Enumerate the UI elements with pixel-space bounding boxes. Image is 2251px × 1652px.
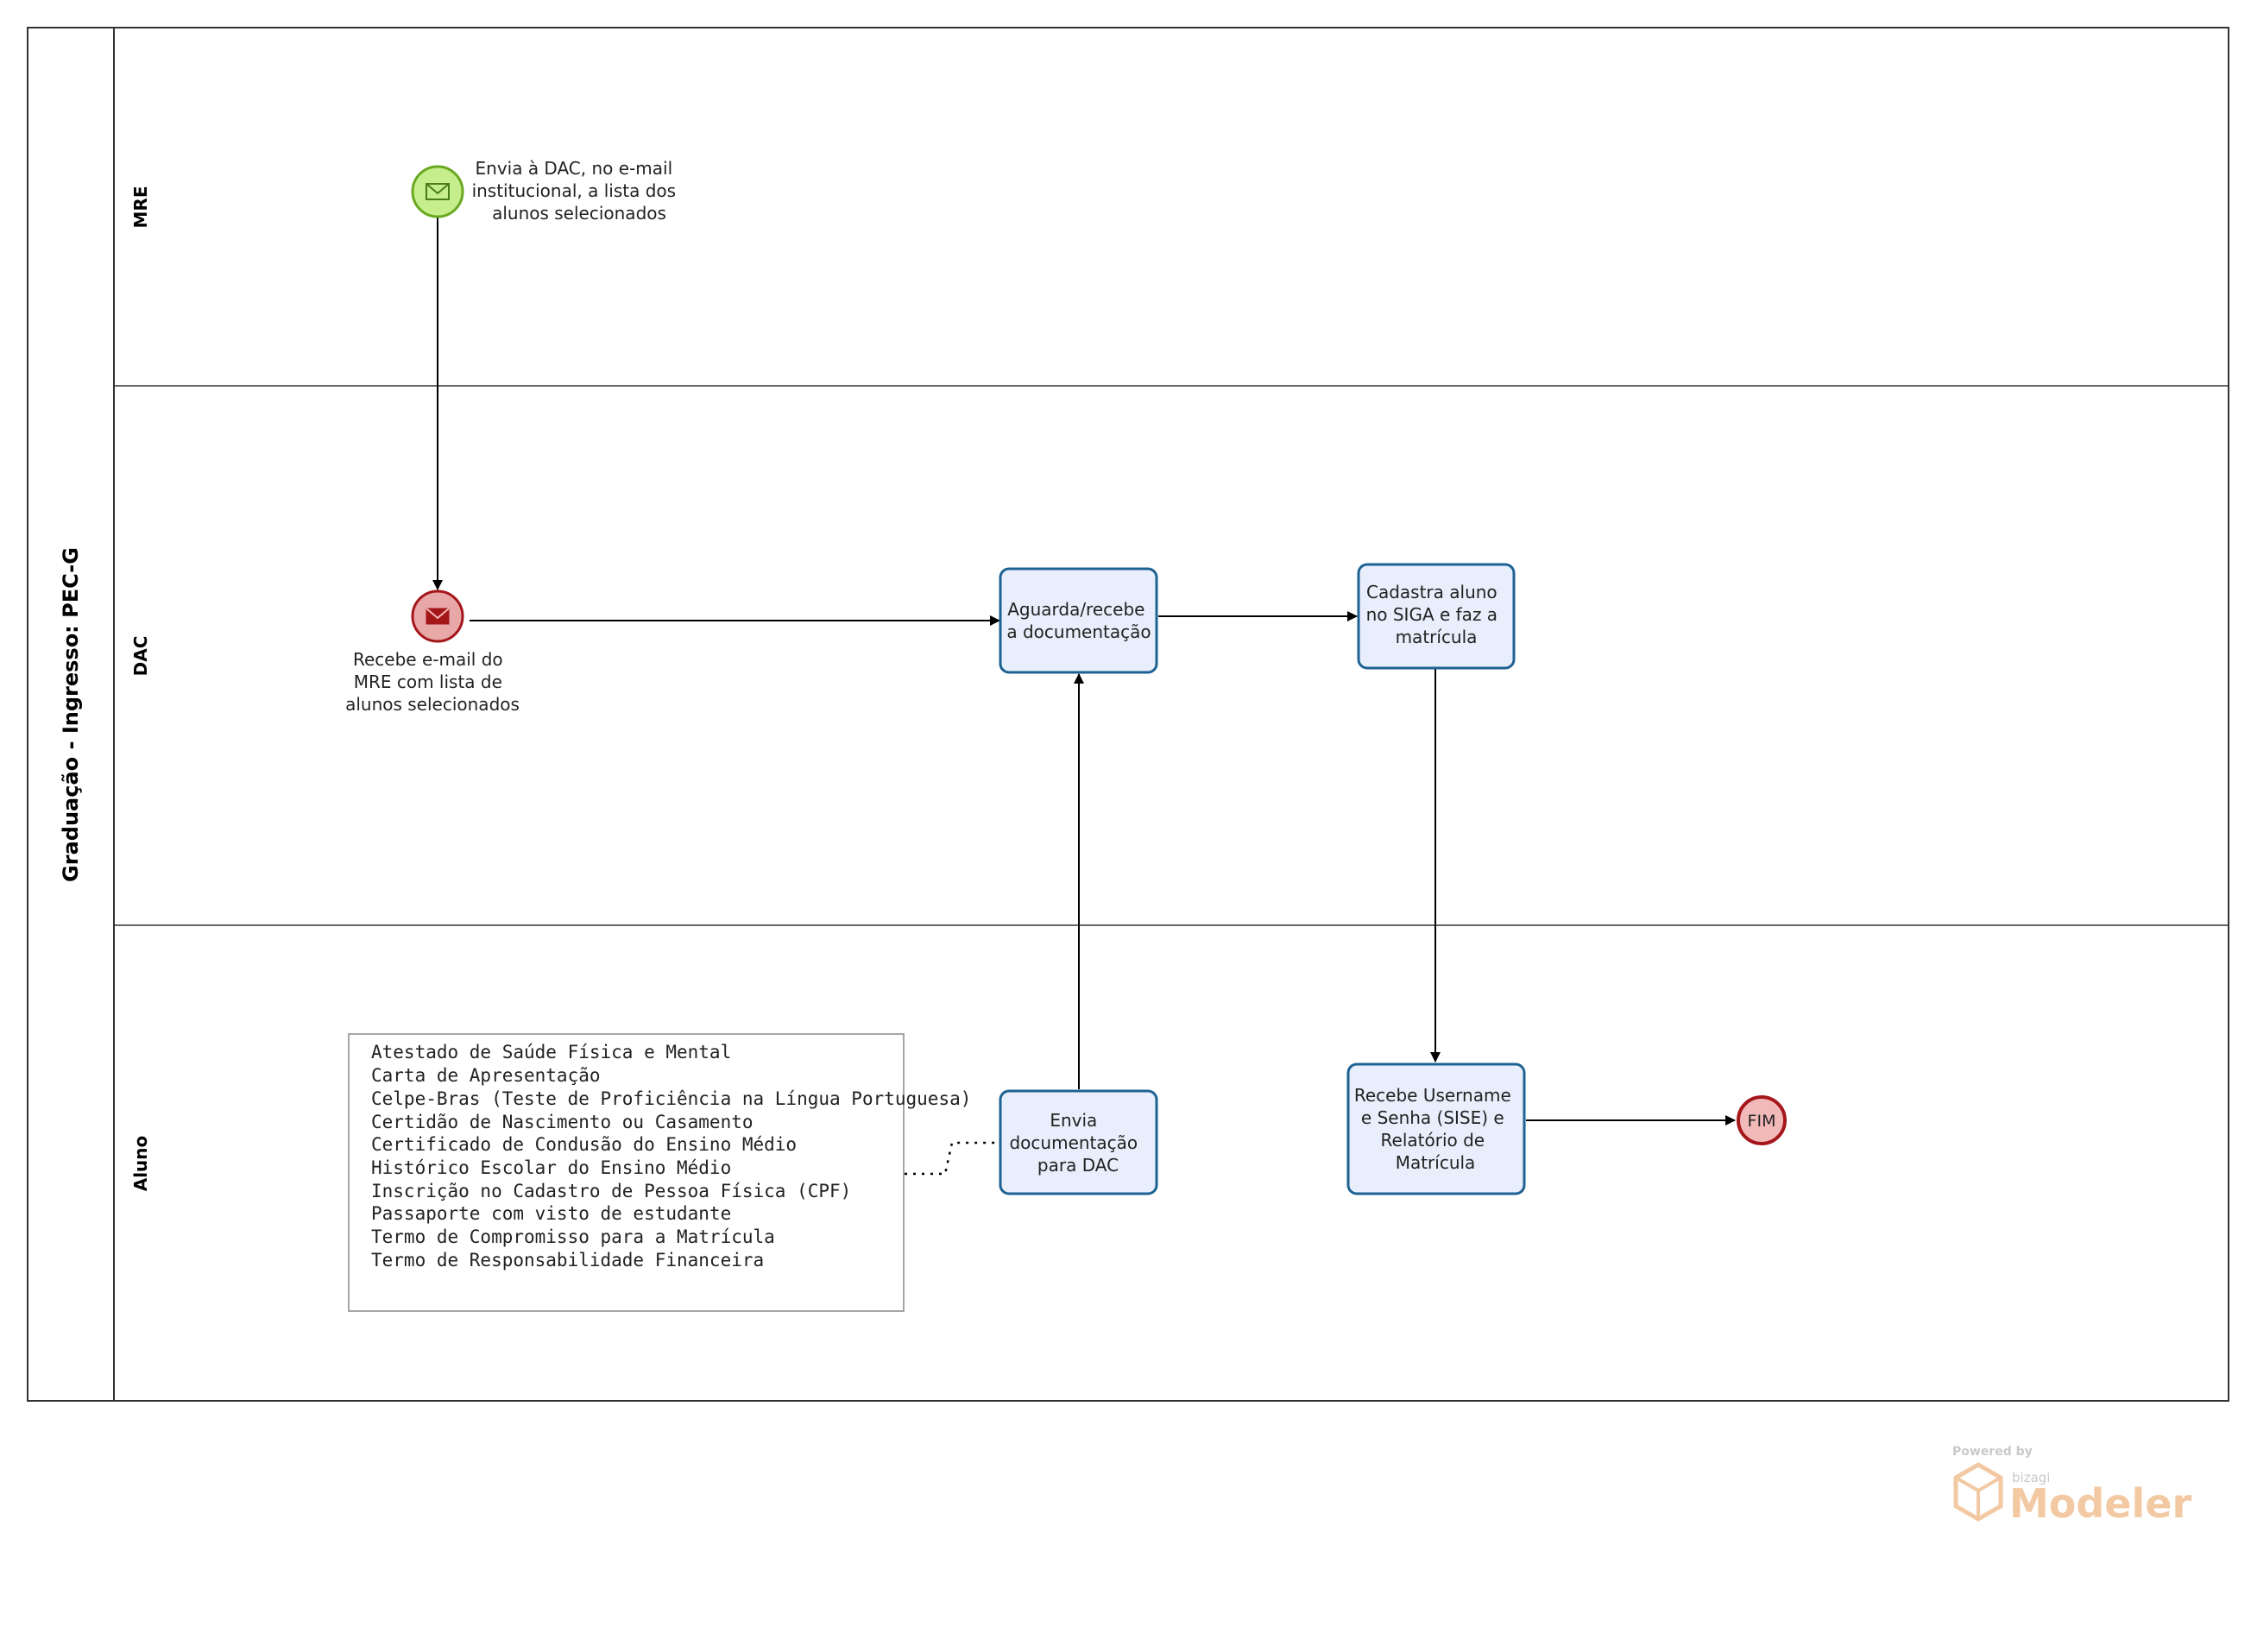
end-event-label: FIM	[1748, 1112, 1776, 1131]
task-label: Cadastra aluno no SIGA e faz a matrícula	[1366, 582, 1504, 647]
lane-label-mre: MRE	[130, 186, 151, 229]
task-label: Recebe Username e Senha (SISE) e Relatór…	[1354, 1085, 1516, 1173]
intermediate-message-event[interactable]	[411, 590, 464, 643]
envelope-icon	[426, 183, 450, 200]
envelope-filled-icon	[426, 608, 450, 625]
modeler-text: Modeler	[2009, 1480, 2191, 1527]
task-cadastra-aluno[interactable]: Cadastra aluno no SIGA e faz a matrícula	[1357, 563, 1516, 670]
task-recebe-username[interactable]: Recebe Username e Senha (SISE) e Relatór…	[1346, 1062, 1526, 1195]
annotation-items: Atestado de Saúde Física e Mental Carta …	[371, 1042, 982, 1271]
bizagi-logo-icon	[1953, 1462, 2003, 1522]
task-label: Envia documentação para DAC	[1009, 1110, 1143, 1176]
task-label: Aguarda/recebe a documentação	[1006, 599, 1151, 642]
end-event[interactable]: FIM	[1737, 1095, 1787, 1145]
lanes: MRE DAC Aluno	[114, 186, 2229, 1192]
lane-label-aluno: Aluno	[130, 1136, 151, 1192]
powered-by-text: Powered by	[1952, 1445, 2033, 1459]
task-aguarda-documentacao[interactable]: Aguarda/recebe a documentação	[999, 567, 1158, 674]
pool-title: Graduação - Ingresso: PEC-G	[59, 547, 83, 882]
intermediate-event-label: Recebe e-mail do MRE com lista de alunos…	[345, 649, 520, 715]
bizagi-brand-text: bizagi	[2012, 1470, 2050, 1485]
task-envia-documentacao[interactable]: Envia documentação para DAC	[999, 1089, 1158, 1195]
start-event[interactable]	[411, 165, 464, 218]
lane-label-dac: DAC	[130, 636, 151, 677]
bizagi-watermark: Powered by bizagi Modeler	[1952, 1445, 2191, 1527]
start-event-label: Envia à DAC, no e-mail institucional, a …	[472, 158, 682, 224]
sequence-flows	[432, 218, 1736, 1126]
document-list-annotation: Atestado de Saúde Física e Mental Carta …	[348, 1033, 982, 1312]
